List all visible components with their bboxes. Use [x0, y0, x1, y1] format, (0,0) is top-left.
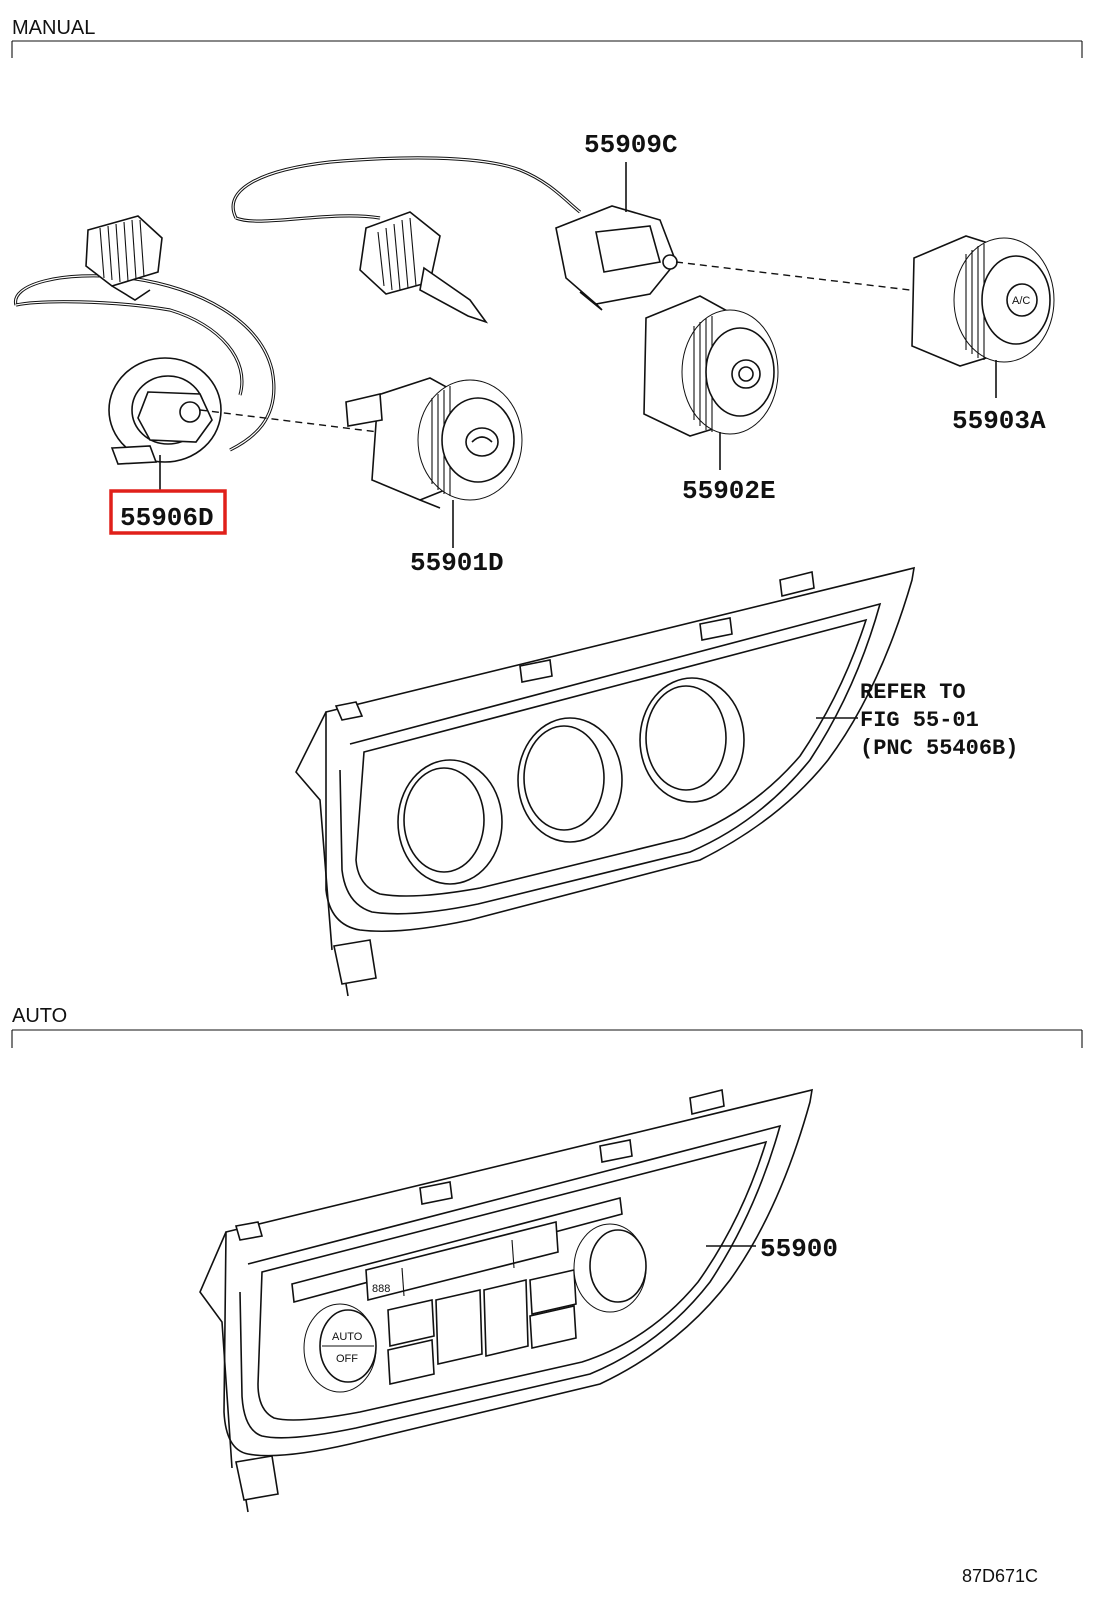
knob-legend-auto: AUTO	[332, 1331, 363, 1343]
control-knob-55902e[interactable]	[643, 295, 779, 437]
part-highlight-55906d	[109, 489, 227, 535]
section-label-manual: MANUAL	[12, 17, 95, 39]
section-bracket-manual	[11, 40, 1083, 58]
part-label-55906d[interactable]: 55906D	[120, 503, 214, 533]
auto-climate-control-panel-55900[interactable]: 888 AUTO OFF	[199, 1088, 813, 1513]
reference-line-1: REFER TO	[860, 680, 966, 705]
knob-legend-ac: A/C	[1012, 295, 1030, 307]
control-knob-55903a[interactable]: A/C	[911, 235, 1055, 367]
alignment-line-55906d-55901d	[199, 409, 379, 433]
figure-code: 87D671C	[962, 1566, 1038, 1586]
part-label-55902e[interactable]: 55902E	[682, 476, 776, 506]
cable-assembly-55909c[interactable]	[231, 156, 678, 324]
part-label-55909c[interactable]: 55909C	[584, 130, 678, 160]
part-label-55901d[interactable]: 55901D	[410, 548, 504, 578]
reference-line-3: (PNC 55406B)	[860, 736, 1018, 761]
display-readout: 888	[372, 1283, 390, 1295]
cable-assembly-55906d[interactable]	[14, 215, 276, 465]
reference-line-2: FIG 55-01	[860, 708, 979, 733]
manual-bezel-panel	[295, 566, 915, 997]
part-label-55903a[interactable]: 55903A	[952, 406, 1046, 436]
section-bracket-auto	[11, 1029, 1083, 1048]
knob-legend-off: OFF	[336, 1353, 358, 1365]
part-label-55900[interactable]: 55900	[760, 1234, 838, 1264]
alignment-line-55909c-55903a	[675, 261, 911, 291]
section-label-auto: AUTO	[12, 1005, 67, 1027]
control-knob-55901d[interactable]	[345, 377, 523, 509]
